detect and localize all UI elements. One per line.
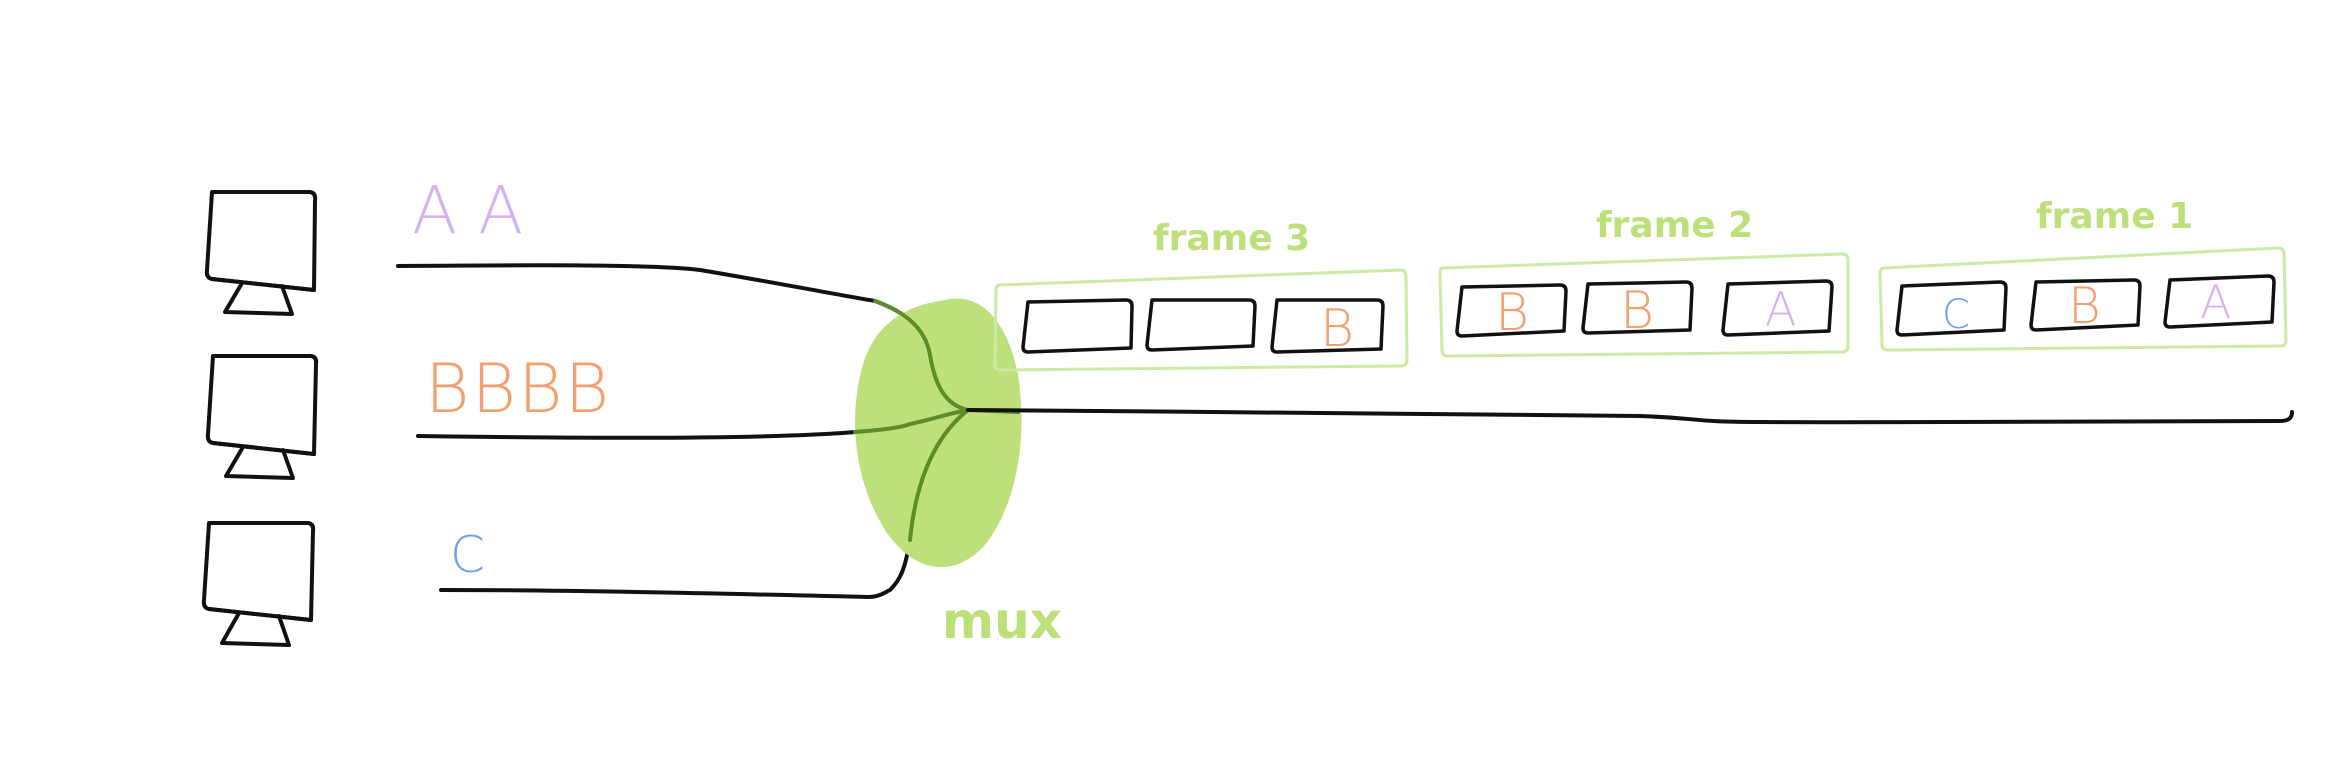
source-a-data: A A xyxy=(412,172,523,249)
frame-3-slot-3 xyxy=(1270,298,1385,354)
source-b-data: BBBB xyxy=(425,350,611,429)
source-c-data: C xyxy=(450,526,485,584)
frame-1-slot-1-label: C xyxy=(1942,292,1970,338)
frame-3-slot-3-label: B xyxy=(1320,299,1354,359)
frame-2-outline xyxy=(1438,252,1850,358)
frame-2-slot-3-label: A xyxy=(1765,282,1796,336)
frame-1-title: frame 1 xyxy=(2036,196,2193,237)
frame-1-slot-2 xyxy=(2029,278,2142,332)
computer-b-icon xyxy=(205,354,319,480)
frame-2-title: frame 2 xyxy=(1596,205,1753,246)
mux-blob xyxy=(855,298,1022,568)
frame-1-slot-3 xyxy=(2163,274,2276,329)
frame-3-slot-2 xyxy=(1145,298,1257,352)
frame-3: frame 3 B xyxy=(993,218,1409,372)
computer-a-icon xyxy=(204,190,318,316)
frame-1-outline xyxy=(1878,246,2288,352)
computer-c-icon xyxy=(201,521,316,647)
frame-3-slot-1 xyxy=(1021,298,1134,354)
frame-2-slot-3 xyxy=(1721,279,1834,337)
frame-1-slot-1 xyxy=(1895,280,2008,337)
frame-1-slot-3-label: A xyxy=(2200,275,2231,329)
frame-3-outline xyxy=(993,268,1409,372)
frame-2-slot-1-label: B xyxy=(1495,283,1529,343)
frame-2: frame 2 B B A xyxy=(1438,205,1850,358)
frame-2-slot-1 xyxy=(1455,283,1568,338)
frame-3-title: frame 3 xyxy=(1153,218,1310,259)
frame-1: frame 1 C B A xyxy=(1878,196,2288,352)
frame-1-slot-2-label: B xyxy=(2068,277,2101,335)
frame-2-slot-2 xyxy=(1581,280,1694,335)
frame-2-slot-2-label: B xyxy=(1620,281,1654,341)
mux-label: mux xyxy=(942,592,1062,650)
output-line xyxy=(966,408,2294,425)
